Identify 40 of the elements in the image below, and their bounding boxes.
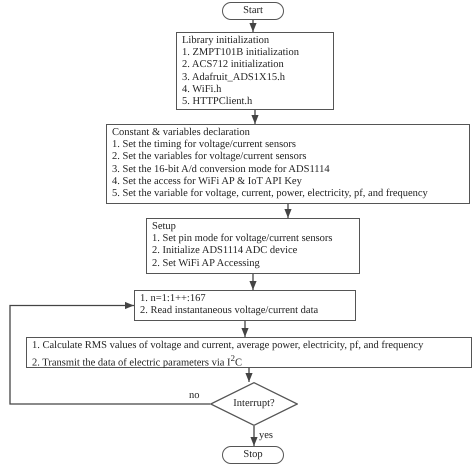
- box-heading: Constant & variables declaration: [112, 127, 251, 140]
- step-text: 2. Read instantaneous voltage/current data: [140, 305, 320, 318]
- step-text: 2. ACS712 initialization: [182, 59, 285, 72]
- process-box: [106, 124, 470, 204]
- step-text: 2. Transmit the data of electric parameters via I$^{2}$C: [32, 352, 243, 370]
- step-text: 1. n=1:1++:167: [140, 293, 207, 306]
- process-box: [146, 218, 360, 274]
- node-label: Start: [243, 4, 263, 18]
- arrow: [9, 302, 210, 405]
- edge-label: yes: [258, 430, 274, 442]
- process-box: [134, 290, 356, 321]
- step-text: 2. Set the variables for voltage/current sensors: [112, 151, 308, 164]
- arrow: [250, 426, 258, 446]
- step-text: 1. Set the timing for voltage/current sensors: [112, 139, 298, 152]
- node-label: Interrupt?: [233, 398, 275, 410]
- arrow: [284, 204, 292, 218]
- step-text: 3. Set the 16-bit A/d conversion mode for ADS1114: [112, 164, 331, 176]
- step-text: 4. WiFi.h: [182, 84, 222, 96]
- step-text: 1. Set pin mode for voltage/current sensors: [152, 233, 334, 246]
- arrow: [251, 110, 259, 124]
- process-box: [26, 337, 472, 368]
- step-text: 5. Set the variable for voltage, current, power, electricity, pf, and frequency: [112, 188, 429, 200]
- step-text: 1. ZMPT101B initialization: [182, 47, 300, 60]
- step-text: 5. HTTPClient.h: [182, 96, 254, 108]
- arrow: [249, 274, 257, 290]
- step-text: 2. Set WiFi AP Accessing: [152, 258, 261, 270]
- box-heading: Library initialization: [182, 35, 270, 48]
- process-box: [176, 32, 334, 110]
- step-text: 2. Initialize ADS1114 ADC device: [152, 245, 298, 258]
- step-text: 4. Set the access for WiFi AP & IoT API Key: [112, 176, 303, 188]
- arrow: [245, 368, 253, 382]
- start-terminal: [222, 2, 284, 20]
- node-label: Stop: [243, 448, 263, 462]
- decision-diamond: [210, 382, 298, 426]
- step-text: 3. Adafruit_ADS1X15.h: [182, 72, 286, 84]
- box-heading: Setup: [152, 221, 177, 234]
- arrow: [241, 321, 249, 337]
- stop-terminal: [222, 446, 284, 464]
- arrow: [249, 20, 257, 32]
- step-text: 1. Calculate RMS values of voltage and current, average power, electricity, pf, and frequency: [32, 340, 424, 352]
